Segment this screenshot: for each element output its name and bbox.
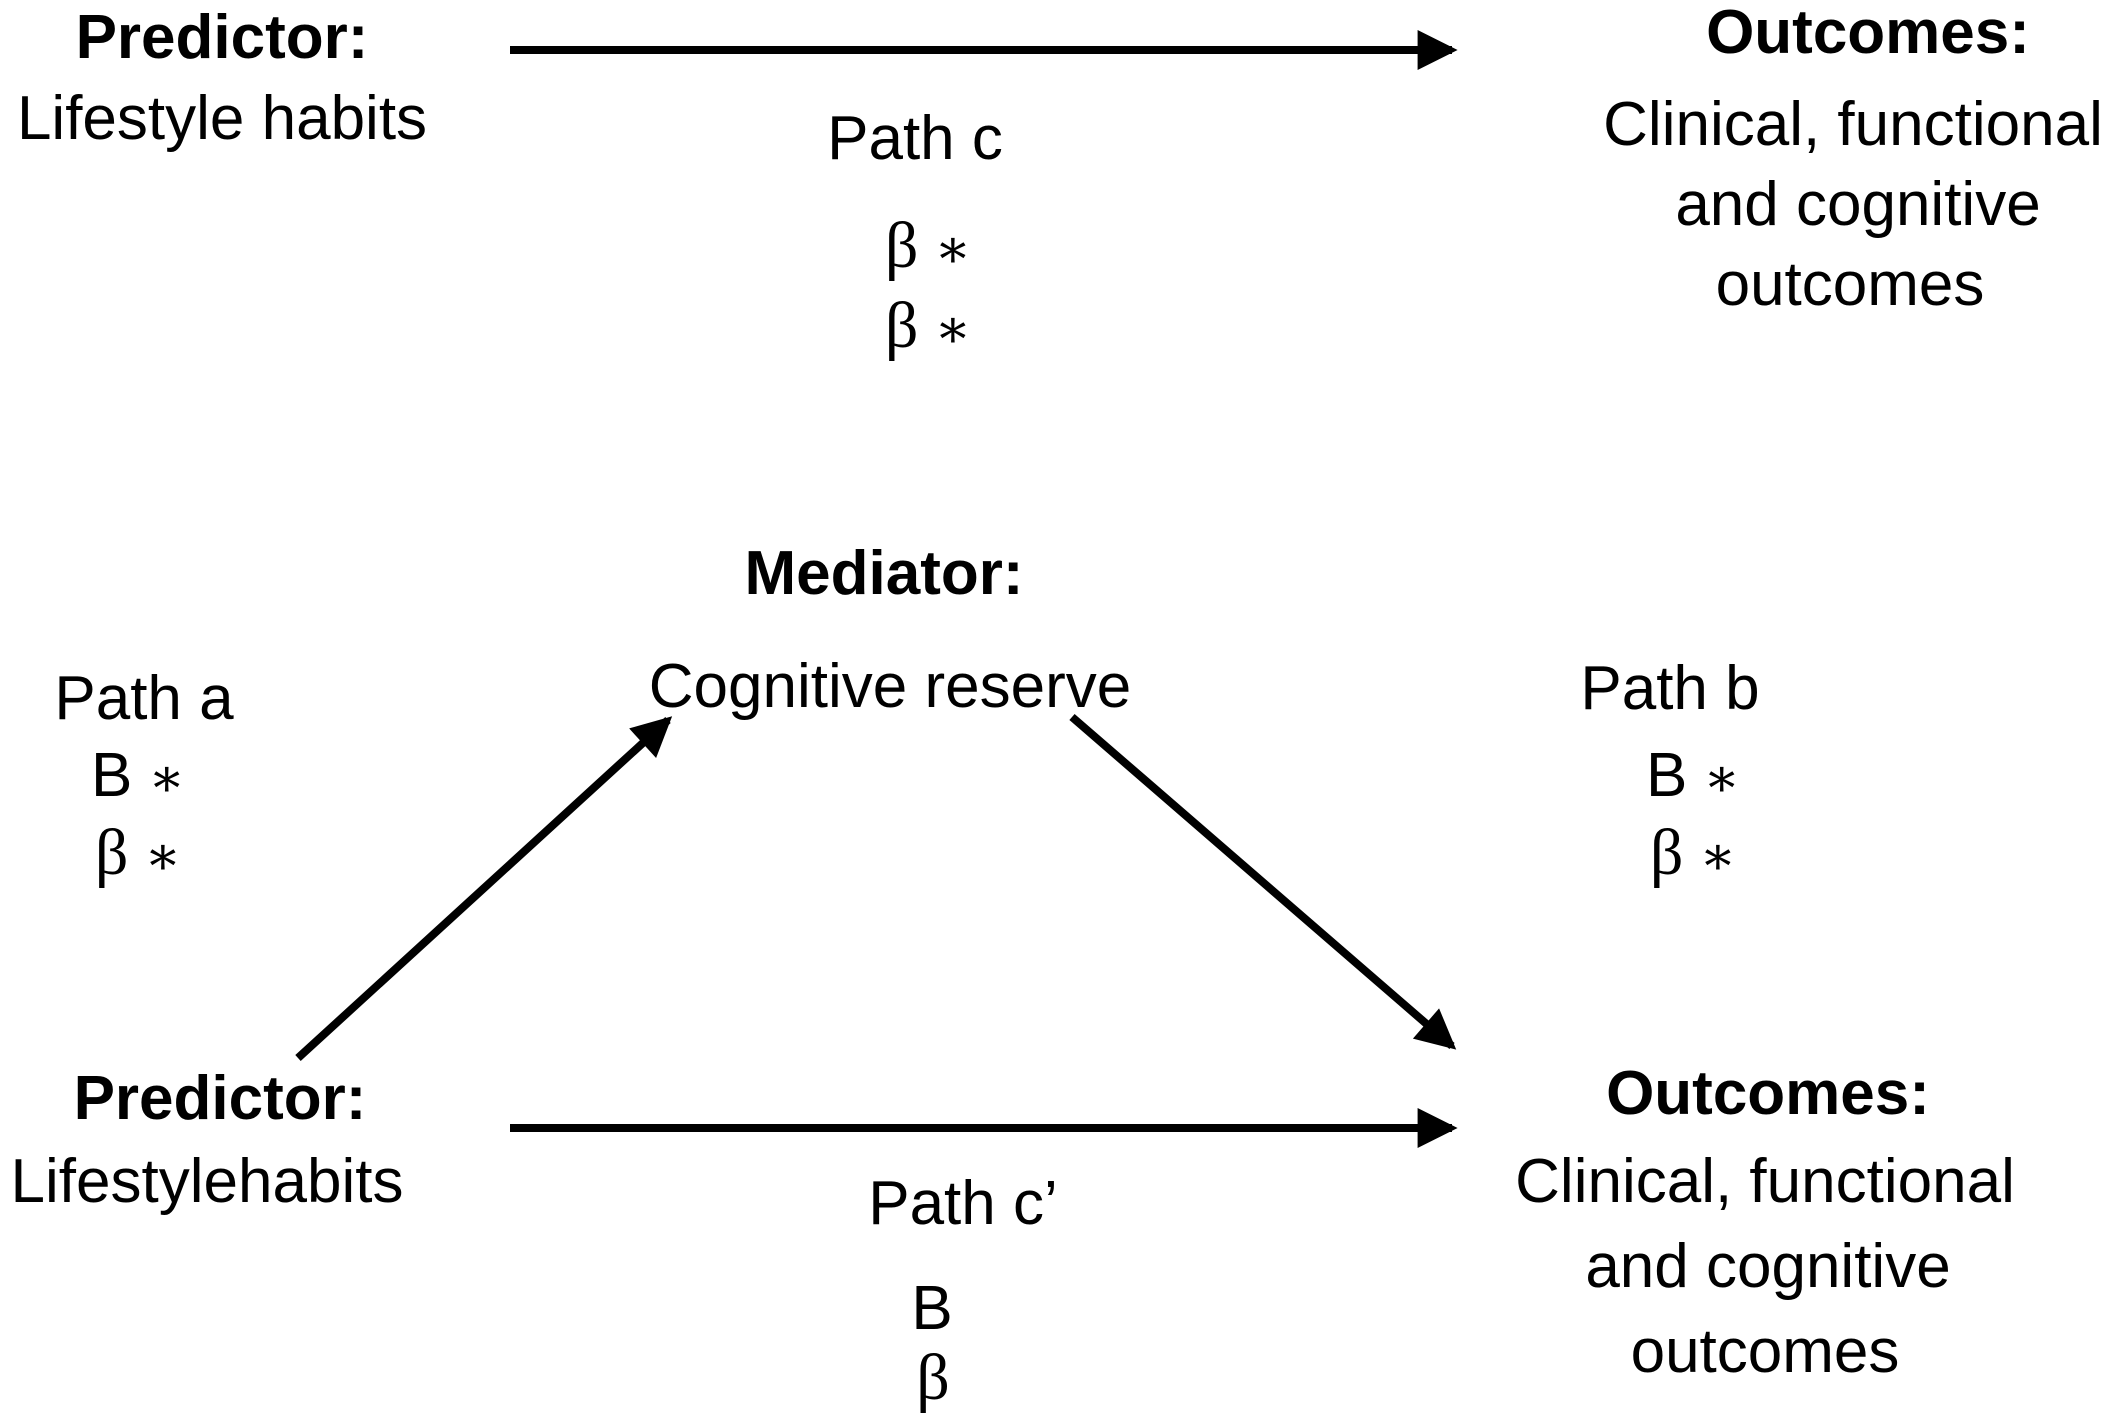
path-a-label: Path a bbox=[54, 664, 234, 733]
mediator-subtitle: Cognitive reserve bbox=[648, 652, 1132, 721]
path-a-stat-1: B∗ bbox=[91, 745, 185, 807]
top-predictor-subtitle: Lifestyle habits bbox=[16, 84, 428, 153]
bottom-predictor-title: Predictor: bbox=[73, 1064, 367, 1133]
path-b-stat-1-star: ∗ bbox=[1703, 748, 1741, 808]
top-outcomes-line-2: and cognitive bbox=[1675, 170, 2041, 239]
path-c-prime-stat-2-symbol: β bbox=[916, 1341, 950, 1414]
path-c-prime-label: Path c’ bbox=[868, 1169, 1058, 1238]
bottom-outcomes-line-2: and cognitive bbox=[1585, 1232, 1951, 1301]
path-a-stat-2: β∗ bbox=[95, 820, 181, 886]
top-outcomes-line-1: Clinical, functional bbox=[1603, 90, 2103, 159]
path-c-stat-2: β∗ bbox=[885, 293, 971, 359]
path-b-stat-2-star: ∗ bbox=[1699, 826, 1737, 886]
path-b-stat-2-symbol: β bbox=[1649, 816, 1684, 889]
top-outcomes-line-3: outcomes bbox=[1715, 250, 1985, 319]
path-b-label: Path b bbox=[1580, 654, 1760, 723]
path-b-stat-1-symbol: B bbox=[1645, 741, 1688, 810]
path-a-stat-2-star: ∗ bbox=[144, 826, 182, 886]
bottom-outcomes-title: Outcomes: bbox=[1606, 1059, 1930, 1128]
path-c-stat-2-star: ∗ bbox=[934, 299, 972, 359]
path-a-stat-1-symbol: B bbox=[90, 741, 133, 810]
path-a-stat-1-star: ∗ bbox=[148, 748, 186, 808]
bottom-outcomes-line-3: outcomes bbox=[1630, 1317, 1900, 1386]
path-c-label: Path c bbox=[827, 104, 1003, 173]
bottom-outcomes-line-1: Clinical, functional bbox=[1515, 1147, 2015, 1216]
path-c-prime-stat-2: β bbox=[916, 1345, 950, 1411]
bottom-predictor-subtitle: Lifestylehabits bbox=[10, 1147, 404, 1216]
path-c-prime-stat-1: B bbox=[911, 1278, 952, 1340]
path-c-stat-1: β∗ bbox=[885, 213, 971, 279]
mediator-title: Mediator: bbox=[744, 539, 1024, 608]
path-c-prime-stat-1-symbol: B bbox=[911, 1274, 953, 1343]
top-predictor-title: Predictor: bbox=[75, 3, 369, 72]
path-c-stat-1-star: ∗ bbox=[934, 219, 972, 279]
path-b-stat-1: B∗ bbox=[1646, 745, 1740, 807]
path-b-stat-2: β∗ bbox=[1650, 820, 1736, 886]
path-c-stat-1-symbol: β bbox=[884, 209, 919, 282]
top-outcomes-title: Outcomes: bbox=[1706, 0, 2030, 67]
path-a-stat-2-symbol: β bbox=[94, 816, 129, 889]
path-c-stat-2-symbol: β bbox=[884, 289, 919, 362]
